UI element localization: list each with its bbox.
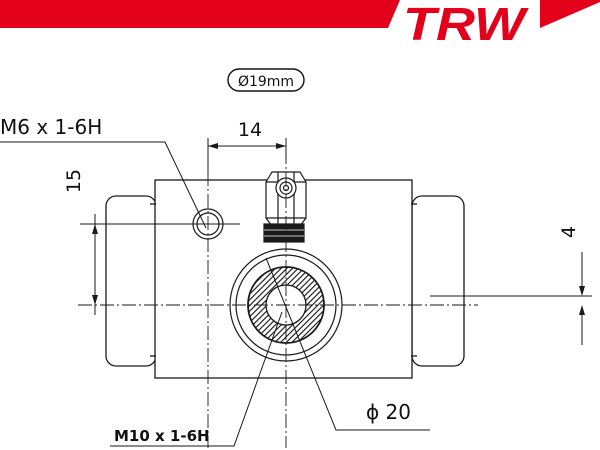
dia-20-label: ϕ 20 — [366, 400, 411, 424]
header-red-wedge — [540, 0, 600, 28]
dia-20-leader — [265, 257, 430, 431]
m10-thread-label: M10 x 1-6H — [114, 427, 210, 445]
m10-leader — [110, 311, 283, 447]
m6-thread-label: M6 x 1-6H — [0, 115, 102, 139]
header-red-banner — [0, 0, 400, 28]
trw-logo: TRW — [403, 0, 529, 50]
dim-4-line — [430, 252, 592, 345]
dim-15-line — [92, 214, 98, 315]
bore-badge-label: Ø19mm — [238, 74, 294, 90]
m6-leader — [0, 141, 207, 229]
left-boot — [105, 195, 157, 367]
dim-15-label: 15 — [63, 169, 85, 193]
center-lines — [78, 150, 478, 448]
dim-4-label: 4 — [558, 226, 580, 238]
bleeder-nipple — [263, 171, 307, 243]
dim-14-label: 14 — [238, 119, 262, 141]
bore-badge-frame — [227, 68, 305, 92]
right-boot — [411, 195, 465, 367]
dim-14-line — [207, 138, 287, 175]
